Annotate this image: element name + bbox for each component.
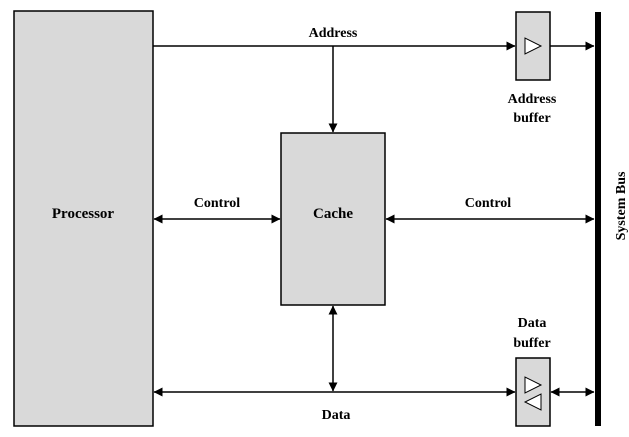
- data-buffer: Data buffer: [513, 316, 551, 427]
- address-label: Address: [309, 26, 358, 41]
- control-line-right: Control: [385, 196, 595, 224]
- processor-block: Processor: [13, 10, 154, 427]
- processor-label: Processor: [52, 206, 115, 222]
- address-buffer: Address buffer: [508, 11, 557, 126]
- address-buffer-label-line2: buffer: [513, 111, 550, 126]
- data-buffer-right-triangle-icon: [524, 376, 543, 394]
- system-bus: System Bus: [595, 12, 629, 426]
- control-line-left: Control: [153, 196, 281, 224]
- system-bus-label: System Bus: [614, 171, 629, 240]
- cache-block: Cache: [280, 132, 386, 306]
- cache-label: Cache: [313, 206, 353, 222]
- data-label: Data: [322, 408, 351, 423]
- address-buffer-label-line1: Address: [508, 92, 557, 107]
- control-label-left: Control: [194, 196, 241, 211]
- address-buffer-triangle-icon: [524, 37, 543, 55]
- control-label-right: Control: [465, 196, 512, 211]
- data-buffer-label-line1: Data: [518, 316, 547, 331]
- address-line: Address: [153, 26, 595, 133]
- data-buffer-label-line2: buffer: [513, 336, 550, 351]
- data-line: Data: [153, 305, 595, 423]
- data-buffer-left-triangle-icon: [523, 393, 542, 411]
